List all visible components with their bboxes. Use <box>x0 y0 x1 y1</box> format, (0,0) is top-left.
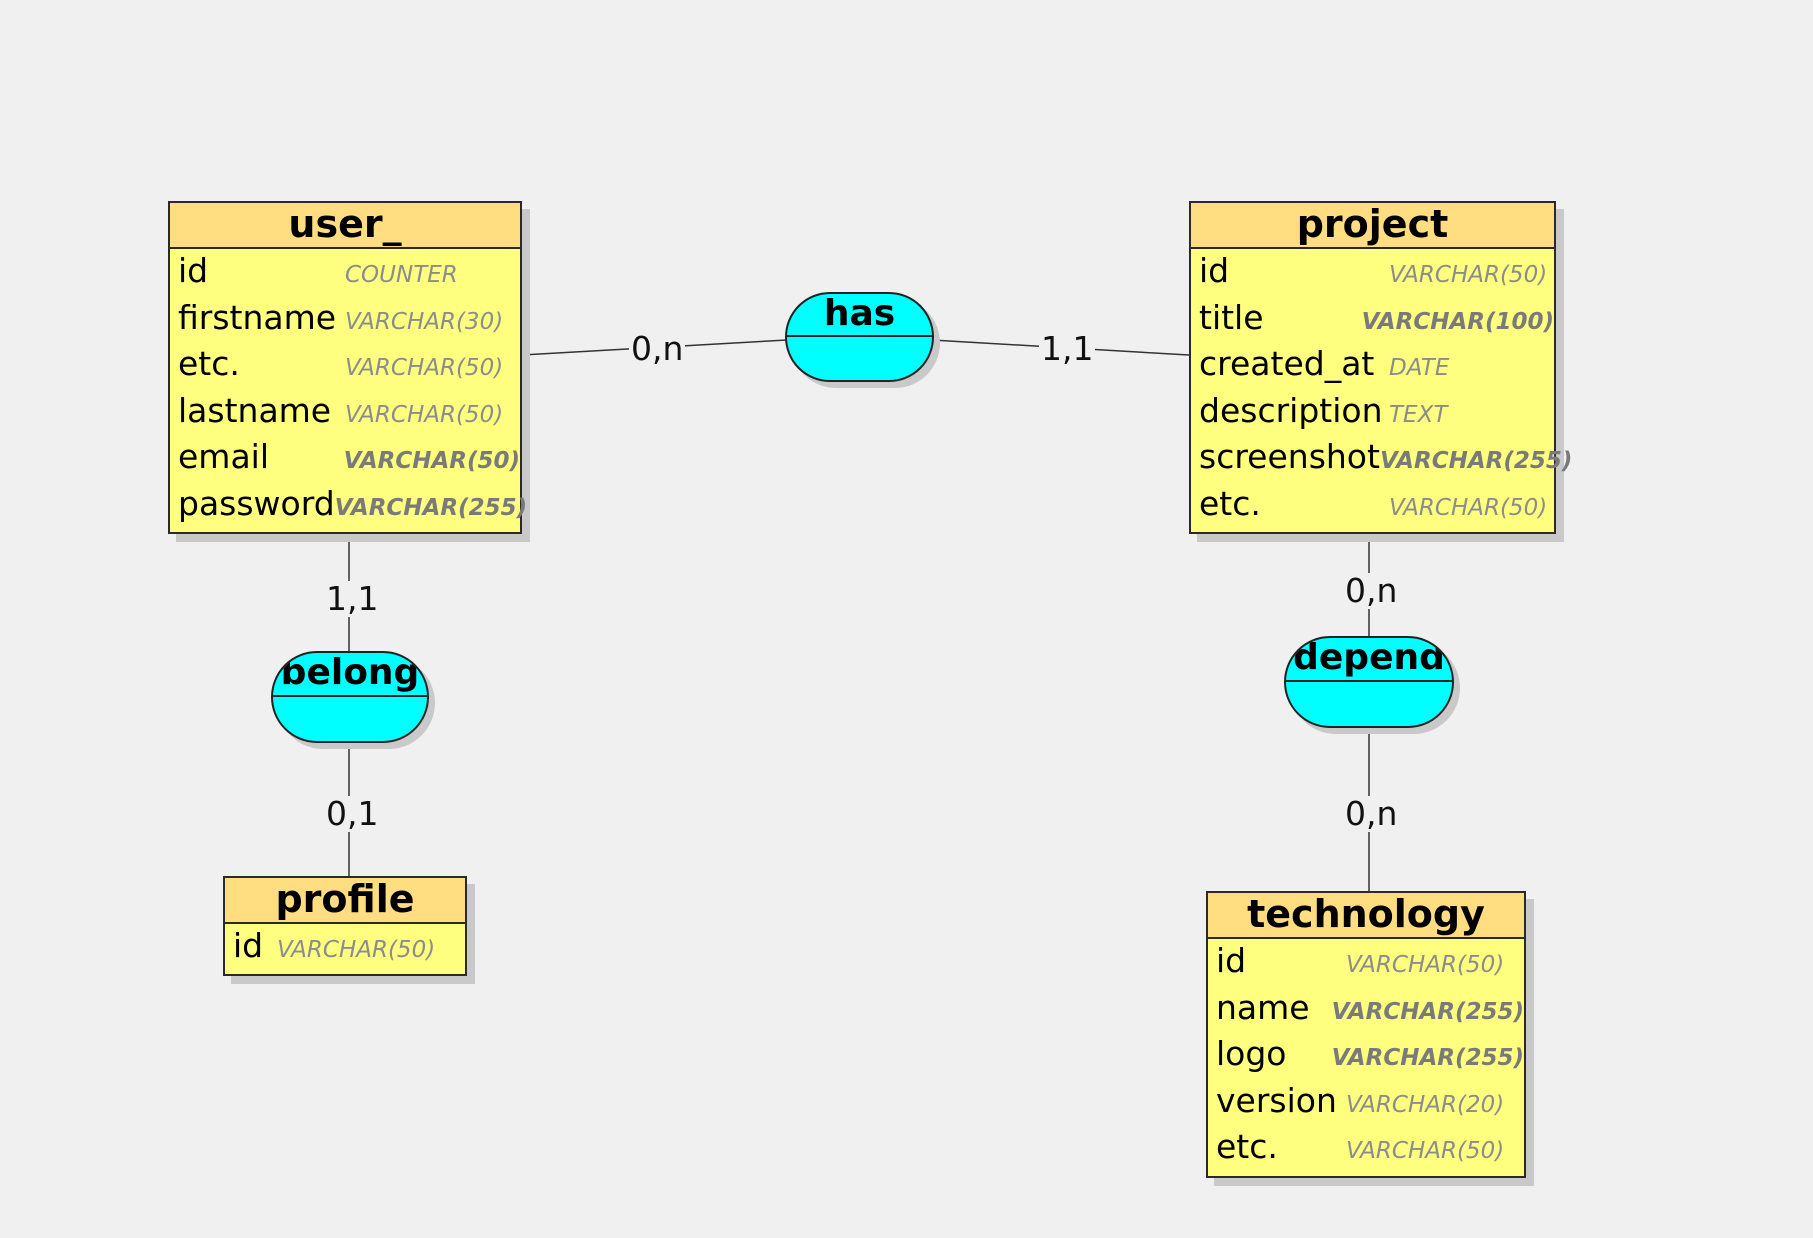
attribute-name: description <box>1199 390 1383 430</box>
attribute-type: TEXT <box>1389 401 1448 428</box>
attribute-name: lastname <box>178 390 332 430</box>
attribute-row[interactable]: title VARCHAR(100) <box>1199 298 1554 345</box>
attribute-type: DATE <box>1389 355 1450 381</box>
attribute-row[interactable]: id VARCHAR(50) <box>1216 941 1524 988</box>
attribute-name: id <box>1199 251 1230 290</box>
attribute-name: id <box>233 926 264 965</box>
entity-profile-title: profile <box>225 878 465 924</box>
cardinality-user-belong: 1,1 <box>324 579 381 618</box>
attribute-type: VARCHAR(255) <box>1331 998 1524 1025</box>
attribute-type: COUNTER <box>345 262 458 288</box>
relation-depend-label: depend <box>1286 638 1452 682</box>
attribute-name: title <box>1199 297 1264 337</box>
attribute-name: etc. <box>1199 483 1261 523</box>
attribute-name: id <box>1216 941 1247 980</box>
attribute-type: VARCHAR(50) <box>1389 494 1548 521</box>
attribute-row[interactable]: id VARCHAR(50) <box>1199 251 1554 298</box>
attribute-type: VARCHAR(255) <box>1379 448 1573 474</box>
attribute-type: VARCHAR(50) <box>1346 952 1505 978</box>
attribute-type: VARCHAR(50) <box>1389 262 1548 288</box>
attribute-name: version <box>1216 1080 1337 1120</box>
attribute-type: VARCHAR(50) <box>345 355 504 381</box>
entity-user-title: user_ <box>170 203 520 249</box>
attribute-type: VARCHAR(50) <box>1346 1138 1505 1164</box>
entity-user[interactable]: user_ id COUNTER firstname VARCHAR(30) etc. V… <box>168 201 527 534</box>
attribute-row[interactable]: id COUNTER <box>178 251 520 298</box>
attribute-name: logo <box>1216 1034 1287 1073</box>
cardinality-technology-depend: 0,n <box>1343 794 1400 833</box>
attribute-row[interactable]: etc. VARCHAR(50) <box>1199 484 1554 531</box>
attribute-row[interactable]: email VARCHAR(50) <box>178 437 520 484</box>
entity-project-title: project <box>1191 203 1554 249</box>
attribute-row[interactable]: etc. VARCHAR(50) <box>178 344 520 391</box>
attribute-row[interactable]: created_at DATE <box>1199 344 1554 391</box>
cardinality-project-depend: 0,n <box>1343 571 1400 610</box>
attribute-type: VARCHAR(100) <box>1361 308 1554 335</box>
attribute-type: VARCHAR(50) <box>343 448 520 474</box>
attribute-type: VARCHAR(50) <box>277 937 436 963</box>
attribute-name: name <box>1216 987 1310 1027</box>
attribute-row[interactable]: firstname VARCHAR(30) <box>178 298 520 345</box>
attribute-name: screenshot <box>1199 437 1380 476</box>
attribute-type: VARCHAR(255) <box>334 494 528 521</box>
entity-profile[interactable]: profile id VARCHAR(50) <box>223 876 467 976</box>
relation-belong[interactable]: belong <box>271 651 429 743</box>
entity-technology-title: technology <box>1208 893 1524 939</box>
entity-user-attributes: id COUNTER firstname VARCHAR(30) etc. VARCHAR… <box>170 249 527 534</box>
attribute-type: VARCHAR(30) <box>345 308 504 335</box>
attribute-row[interactable]: logo VARCHAR(255) <box>1216 1034 1524 1081</box>
attribute-name: etc. <box>178 344 240 383</box>
attribute-name: created_at <box>1199 344 1375 383</box>
attribute-type: VARCHAR(20) <box>1346 1091 1505 1118</box>
entity-profile-attributes: id VARCHAR(50) <box>225 924 465 977</box>
attribute-type: VARCHAR(50) <box>345 401 504 428</box>
attribute-type: VARCHAR(255) <box>1331 1045 1524 1071</box>
relation-has-label: has <box>787 294 932 337</box>
attribute-row[interactable]: lastname VARCHAR(50) <box>178 391 520 438</box>
relation-has[interactable]: has <box>785 292 934 382</box>
cardinality-user-has: 0,n <box>629 329 686 368</box>
attribute-name: id <box>178 251 209 290</box>
attribute-row[interactable]: etc. VARCHAR(50) <box>1216 1127 1524 1174</box>
attribute-name: email <box>178 437 270 476</box>
relation-depend[interactable]: depend <box>1284 636 1454 728</box>
relation-belong-label: belong <box>273 653 427 697</box>
attribute-name: password <box>178 483 335 523</box>
attribute-name: etc. <box>1216 1127 1278 1166</box>
attribute-row[interactable]: version VARCHAR(20) <box>1216 1081 1524 1128</box>
cardinality-project-has: 1,1 <box>1039 329 1096 368</box>
attribute-name: firstname <box>178 297 337 337</box>
attribute-row[interactable]: name VARCHAR(255) <box>1216 988 1524 1035</box>
attribute-row[interactable]: id VARCHAR(50) <box>233 926 465 973</box>
cardinality-profile-belong: 0,1 <box>324 794 381 833</box>
